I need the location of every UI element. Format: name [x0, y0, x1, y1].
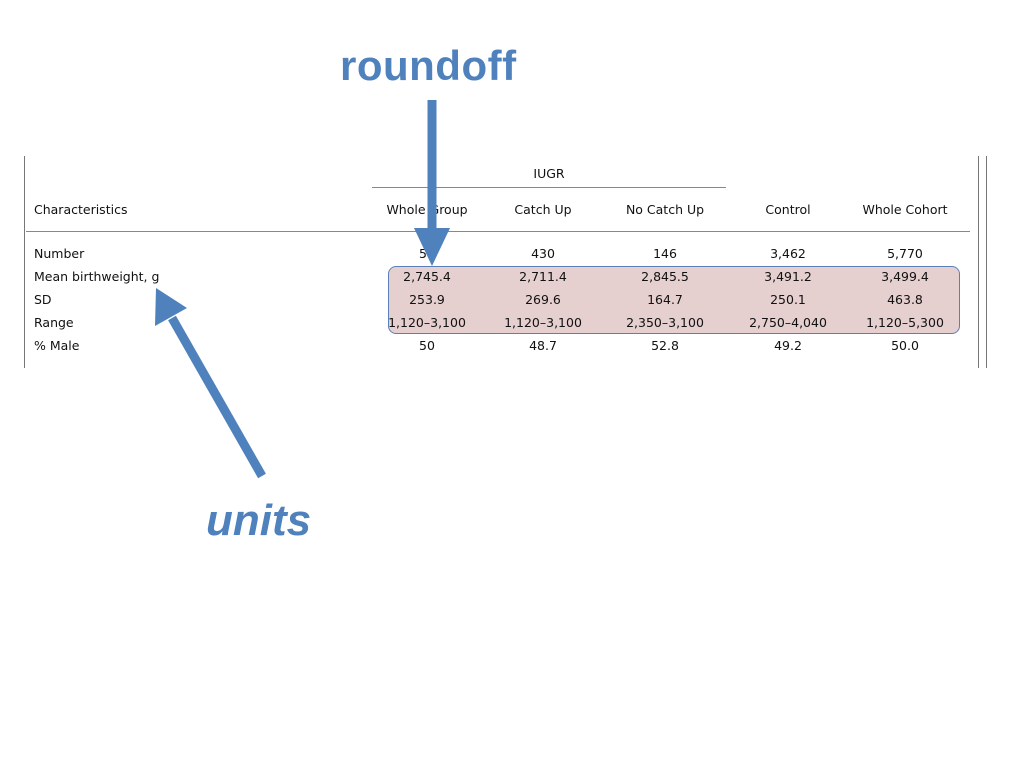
- row-label: % Male: [34, 338, 80, 353]
- table-cell: 48.7: [529, 338, 557, 353]
- table-cell: 3,462: [770, 246, 806, 261]
- group-underline: [372, 187, 726, 188]
- table-cell: 50: [419, 338, 435, 353]
- col-header-no-catch-up: No Catch Up: [625, 202, 705, 217]
- table-cell: 1,120–5,300: [866, 315, 944, 330]
- table-cell: 5,770: [887, 246, 923, 261]
- data-table: IUGR Characteristics Whole Group Catch U…: [0, 156, 1024, 368]
- roundoff-annotation: roundoff: [340, 42, 517, 89]
- table-cell: 253.9: [409, 292, 445, 307]
- col-header-whole-group: Whole Group: [386, 202, 468, 217]
- row-label: Mean birthweight, g: [34, 269, 160, 284]
- table-cell: 1,120–3,100: [504, 315, 582, 330]
- table-cell: 2,845.5: [641, 269, 689, 284]
- group-header-iugr: IUGR: [533, 166, 565, 181]
- table-cell: 463.8: [887, 292, 923, 307]
- table-cell: 2,745.4: [403, 269, 451, 284]
- col-header-characteristics: Characteristics: [34, 202, 128, 217]
- right-border-outer: [986, 156, 987, 368]
- table-cell: 3,499.4: [881, 269, 929, 284]
- table-cell: 430: [531, 246, 555, 261]
- table-cell: 269.6: [525, 292, 561, 307]
- table-cell: 2,750–4,040: [749, 315, 827, 330]
- header-rule: [26, 231, 970, 232]
- table-cell: 2,350–3,100: [626, 315, 704, 330]
- row-label: SD: [34, 292, 52, 307]
- table-cell: 146: [653, 246, 677, 261]
- row-label: Range: [34, 315, 74, 330]
- left-border: [24, 156, 25, 368]
- table-cell: 250.1: [770, 292, 806, 307]
- table-cell: 3,491.2: [764, 269, 812, 284]
- table-cell: 2,711.4: [519, 269, 567, 284]
- table-cell: 164.7: [647, 292, 683, 307]
- table-cell: 49.2: [774, 338, 802, 353]
- table-cell: 50.0: [891, 338, 919, 353]
- units-annotation: units: [206, 496, 312, 545]
- table-cell: 52.8: [651, 338, 679, 353]
- right-border-inner: [978, 156, 979, 368]
- table-cell: 57: [419, 246, 435, 261]
- table-cell: 1,120–3,100: [388, 315, 466, 330]
- col-header-catch-up: Catch Up: [514, 202, 572, 217]
- row-label: Number: [34, 246, 85, 261]
- highlight-box: [388, 266, 960, 334]
- col-header-whole-cohort: Whole Cohort: [862, 202, 948, 217]
- col-header-control: Control: [765, 202, 811, 217]
